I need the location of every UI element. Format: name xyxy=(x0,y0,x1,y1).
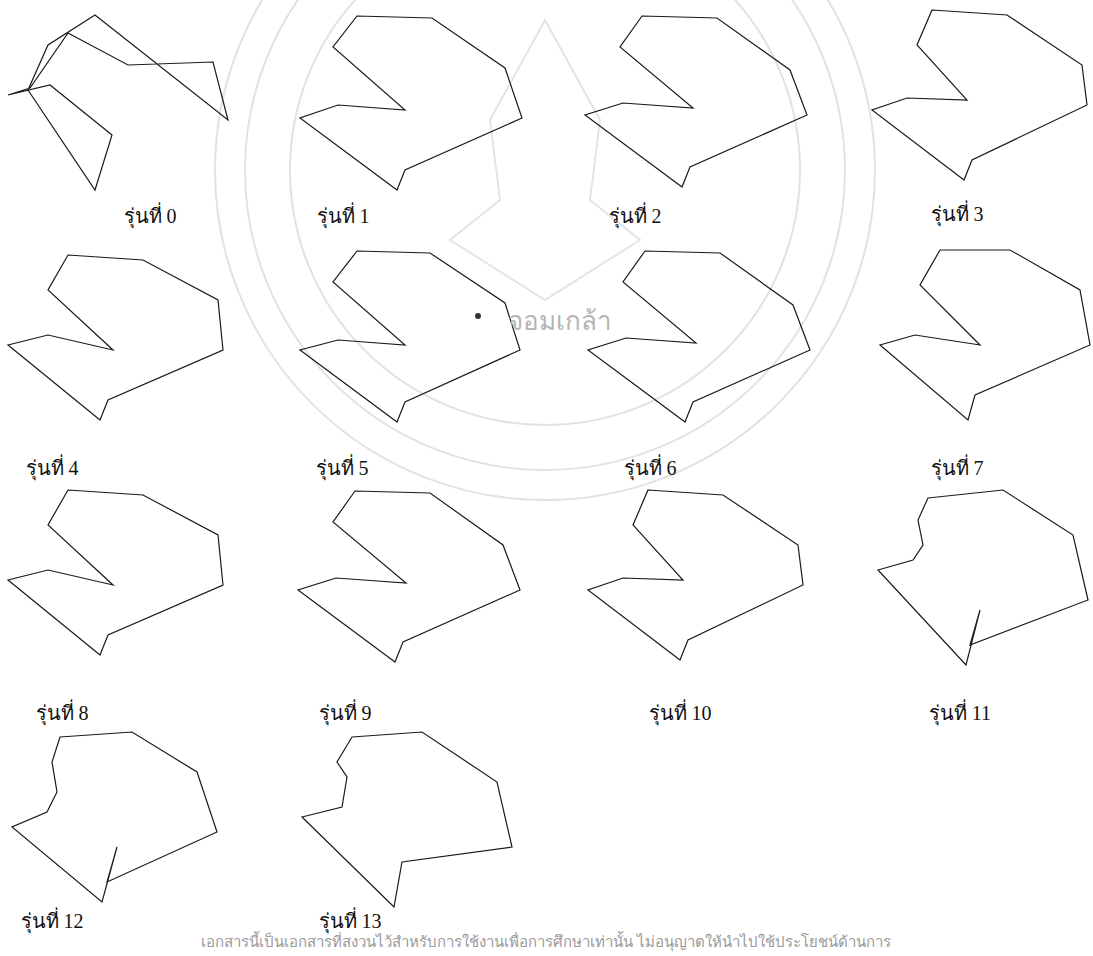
polygon-outline xyxy=(872,10,1087,180)
polygon-outline xyxy=(588,490,803,660)
caption: รุ่นที่ 8 xyxy=(36,697,89,729)
polygon-outline xyxy=(300,251,520,422)
polygon-outline xyxy=(8,255,223,420)
caption: รุ่นที่ 7 xyxy=(931,452,984,484)
polygon-outline xyxy=(302,732,512,907)
ink-dot xyxy=(475,313,481,319)
caption: รุ่นที่ 5 xyxy=(316,452,369,484)
polygon-outline xyxy=(588,251,810,422)
caption: รุ่นที่ 6 xyxy=(624,452,677,484)
polygon-outline xyxy=(878,490,1088,665)
emblem-watermark xyxy=(215,0,875,500)
polygon-outline xyxy=(300,16,522,190)
caption: รุ่นที่ 0 xyxy=(124,200,177,232)
caption: รุ่นที่ 2 xyxy=(609,200,662,232)
emblem-ring xyxy=(215,0,875,500)
caption: รุ่นที่ 4 xyxy=(26,452,79,484)
emblem-ring xyxy=(245,0,845,470)
caption: รุ่นที่ 9 xyxy=(319,697,372,729)
emblem-crown xyxy=(450,20,640,300)
watermark-emblem-text: จอมเกล้า xyxy=(508,300,612,341)
caption: รุ่นที่ 3 xyxy=(931,198,984,230)
watermark-text: เอกสารนี้เป็นเอกสารที่สงวนไว้สำหรับการใช… xyxy=(201,930,891,954)
polygon-outline xyxy=(298,491,520,662)
polygon-outline xyxy=(8,490,223,655)
caption: รุ่นที่ 13 xyxy=(319,905,382,937)
caption: รุ่นที่ 10 xyxy=(649,697,712,729)
caption: รุ่นที่ 12 xyxy=(21,905,84,937)
polygon-set xyxy=(8,10,1090,907)
polygon-outline xyxy=(8,15,228,190)
caption: รุ่นที่ 11 xyxy=(929,697,991,729)
emblem-ring xyxy=(290,0,800,425)
polygon-outline xyxy=(585,16,807,187)
caption: รุ่นที่ 1 xyxy=(317,200,370,232)
polygon-outline xyxy=(880,250,1090,420)
polygon-outline xyxy=(12,732,217,902)
